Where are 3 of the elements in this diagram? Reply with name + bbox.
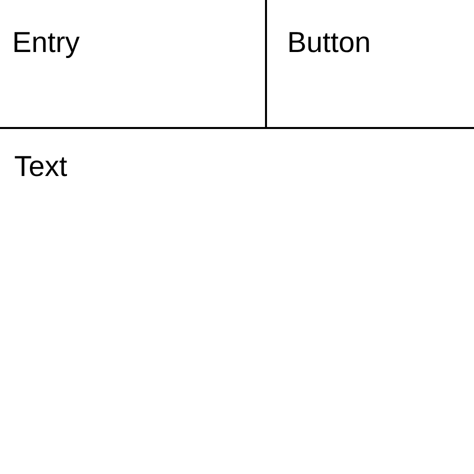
button-label: Button — [290, 32, 369, 52]
entry-label: Entry — [14, 32, 80, 58]
text-label: Text — [14, 156, 67, 176]
